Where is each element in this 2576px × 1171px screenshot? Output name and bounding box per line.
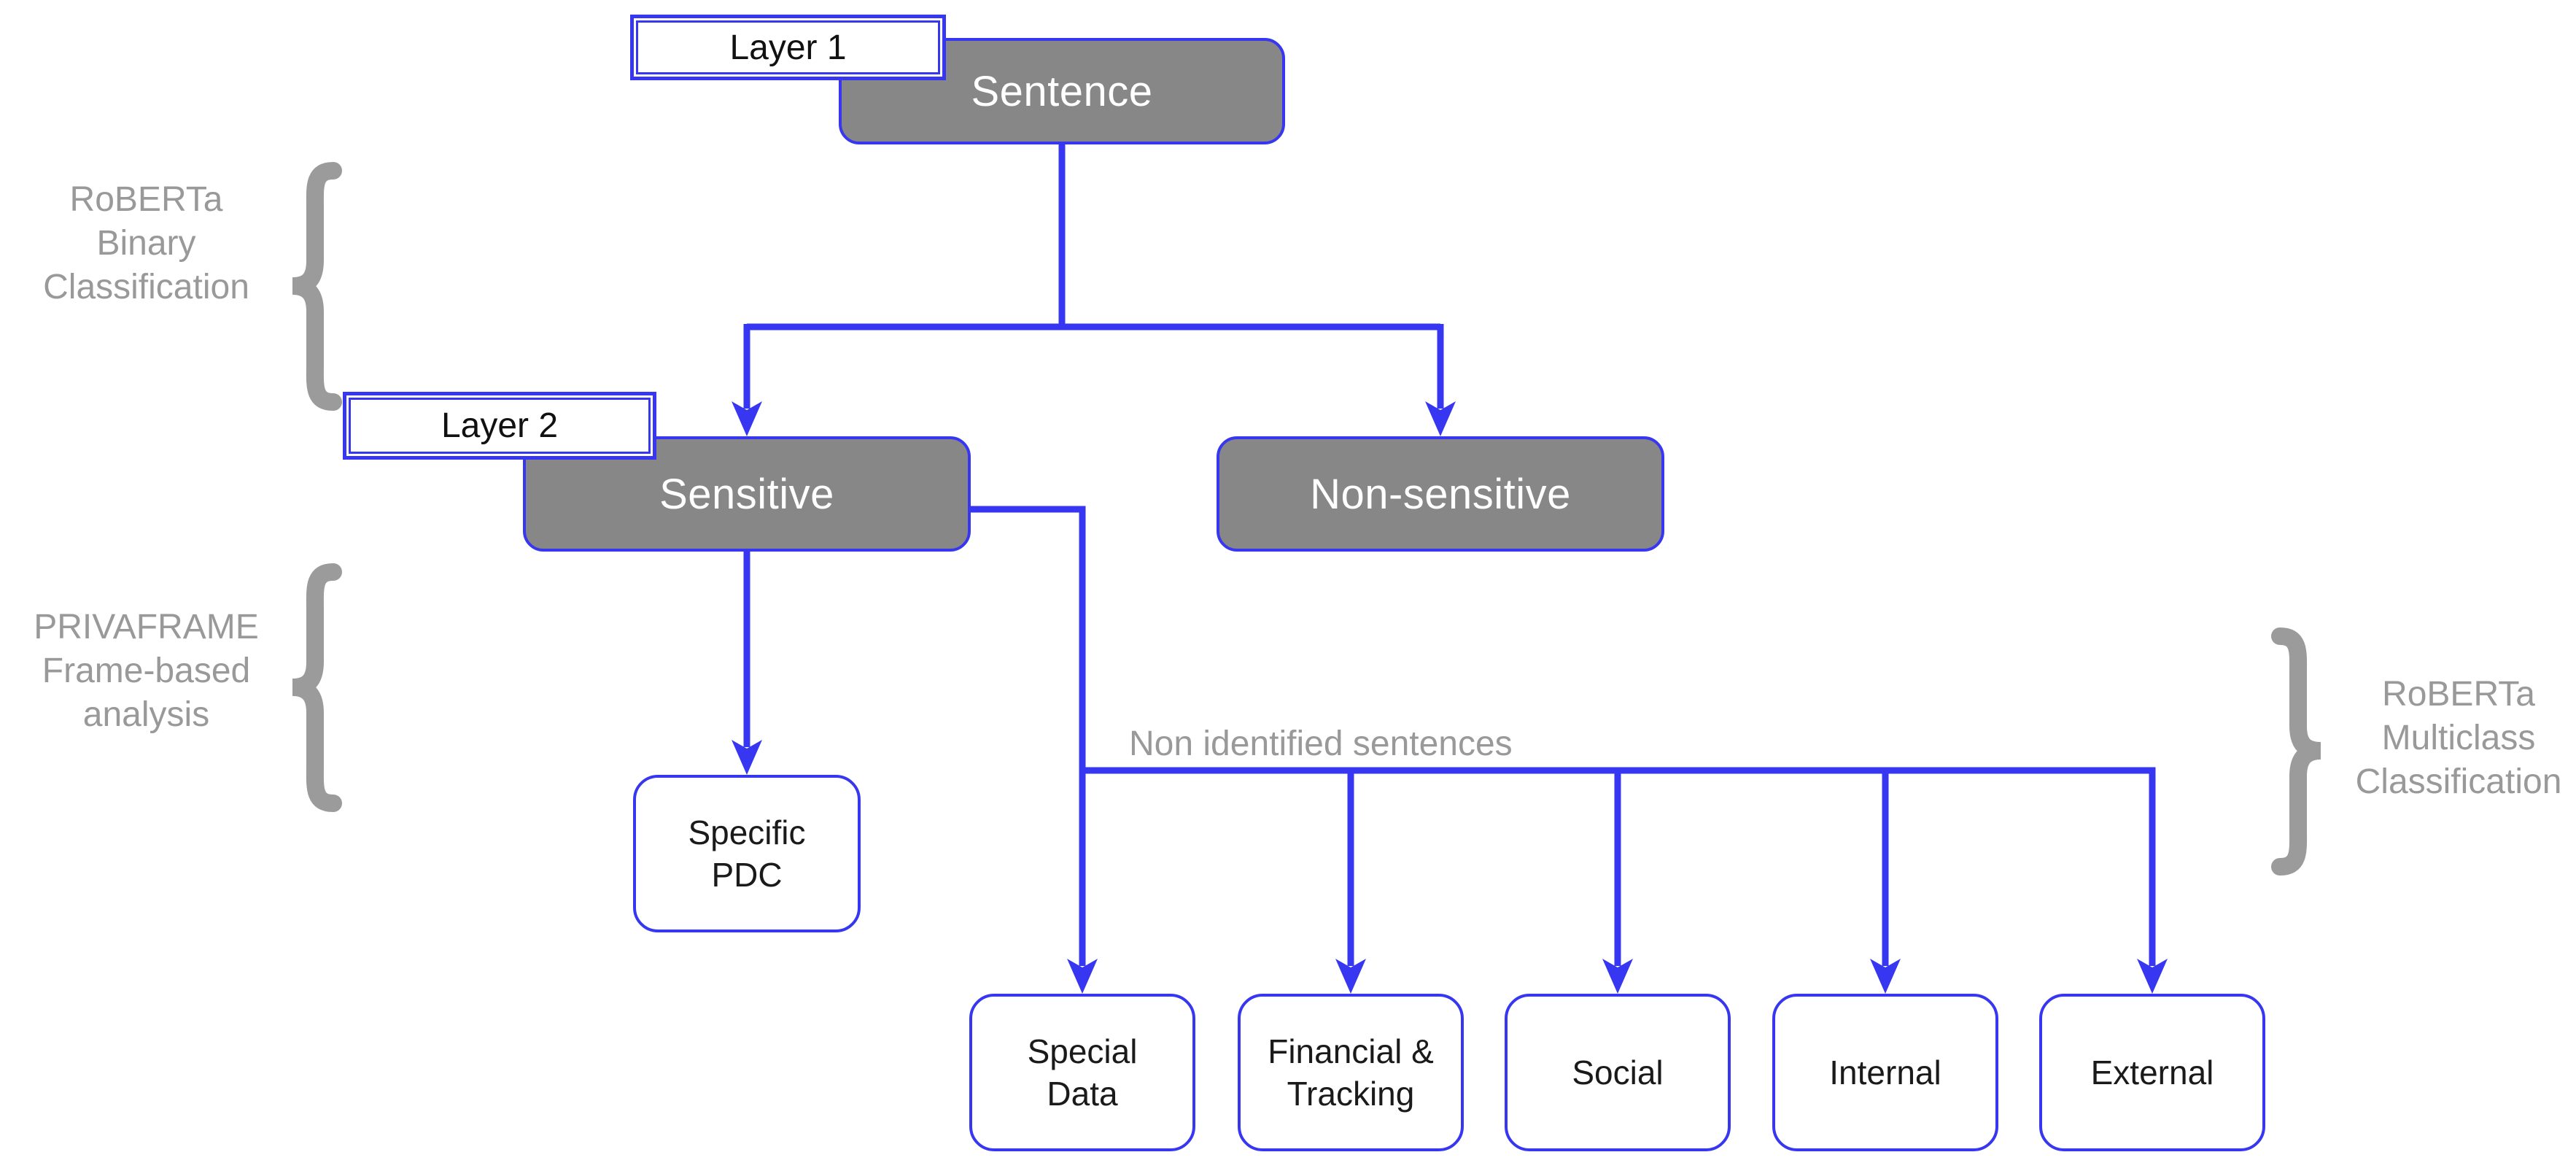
node-external: External <box>2039 994 2265 1151</box>
node-non-sensitive-label: Non-sensitive <box>1310 470 1571 518</box>
node-label-line: Data <box>1047 1075 1118 1113</box>
brace-frame-analysis <box>292 563 342 812</box>
arrowhead-specific-pdc <box>732 740 762 775</box>
annotation-line: Frame-based <box>42 652 251 690</box>
node-internal: Internal <box>1772 994 1998 1151</box>
node-specific-pdc: Specific PDC <box>633 775 861 932</box>
layer-2-label: Layer 2 <box>441 406 559 445</box>
annotation-line: analysis <box>82 695 210 734</box>
node-label-line: Social <box>1572 1054 1664 1091</box>
annotation-binary-classification: RoBERTa Binary Classification <box>6 178 287 309</box>
brace-binary-classification <box>292 162 342 411</box>
node-label-line: Specific <box>688 813 806 851</box>
annotation-line: Binary <box>96 224 196 263</box>
brace-multiclass-classification <box>2271 627 2321 876</box>
arrowhead-financial <box>1335 959 1366 994</box>
node-sensitive-label: Sensitive <box>659 470 834 518</box>
node-sentence-label: Sentence <box>971 67 1153 115</box>
arrowhead-nonsensitive <box>1425 401 1456 436</box>
node-financial-tracking: Financial & Tracking <box>1238 994 1464 1151</box>
node-social: Social <box>1505 994 1731 1151</box>
node-label-line: Special <box>1027 1032 1138 1070</box>
node-sentence: Sentence <box>839 38 1285 144</box>
annotation-line: Classification <box>2355 762 2562 801</box>
arrowhead-internal <box>1870 959 1901 994</box>
annotation-line: Classification <box>43 268 249 306</box>
arrowhead-special-data <box>1067 959 1098 994</box>
arrowhead-social <box>1602 959 1633 994</box>
layer-1-label: Layer 1 <box>729 28 847 67</box>
annotation-frame-analysis: PRIVAFRAME Frame-based analysis <box>6 606 287 737</box>
node-special-data: Special Data <box>969 994 1195 1151</box>
layer-1-tag: Layer 1 <box>630 15 946 80</box>
node-label-line: External <box>2090 1054 2214 1091</box>
non-identified-sentences-label: Non identified sentences <box>1129 724 1513 763</box>
arrowhead-sensitive <box>732 401 762 436</box>
node-non-sensitive: Non-sensitive <box>1217 436 1664 552</box>
connector-multiclass-horizontal <box>1079 767 2156 966</box>
annotation-line: Multiclass <box>2381 719 2536 757</box>
node-label-line: Internal <box>1829 1054 1941 1091</box>
node-label-line: Financial & <box>1268 1032 1434 1070</box>
node-label-line: Tracking <box>1287 1075 1415 1113</box>
connector-sensitive-elbow <box>969 506 1086 770</box>
annotation-multiclass-classification: RoBERTa Multiclass Classification <box>2343 673 2575 804</box>
annotation-line: PRIVAFRAME <box>34 608 259 646</box>
layer-2-tag: Layer 2 <box>343 392 656 460</box>
annotation-line: RoBERTa <box>69 180 223 219</box>
node-label-line: PDC <box>711 856 783 894</box>
arrowhead-external <box>2137 959 2168 994</box>
annotation-line: RoBERTa <box>2382 675 2535 714</box>
